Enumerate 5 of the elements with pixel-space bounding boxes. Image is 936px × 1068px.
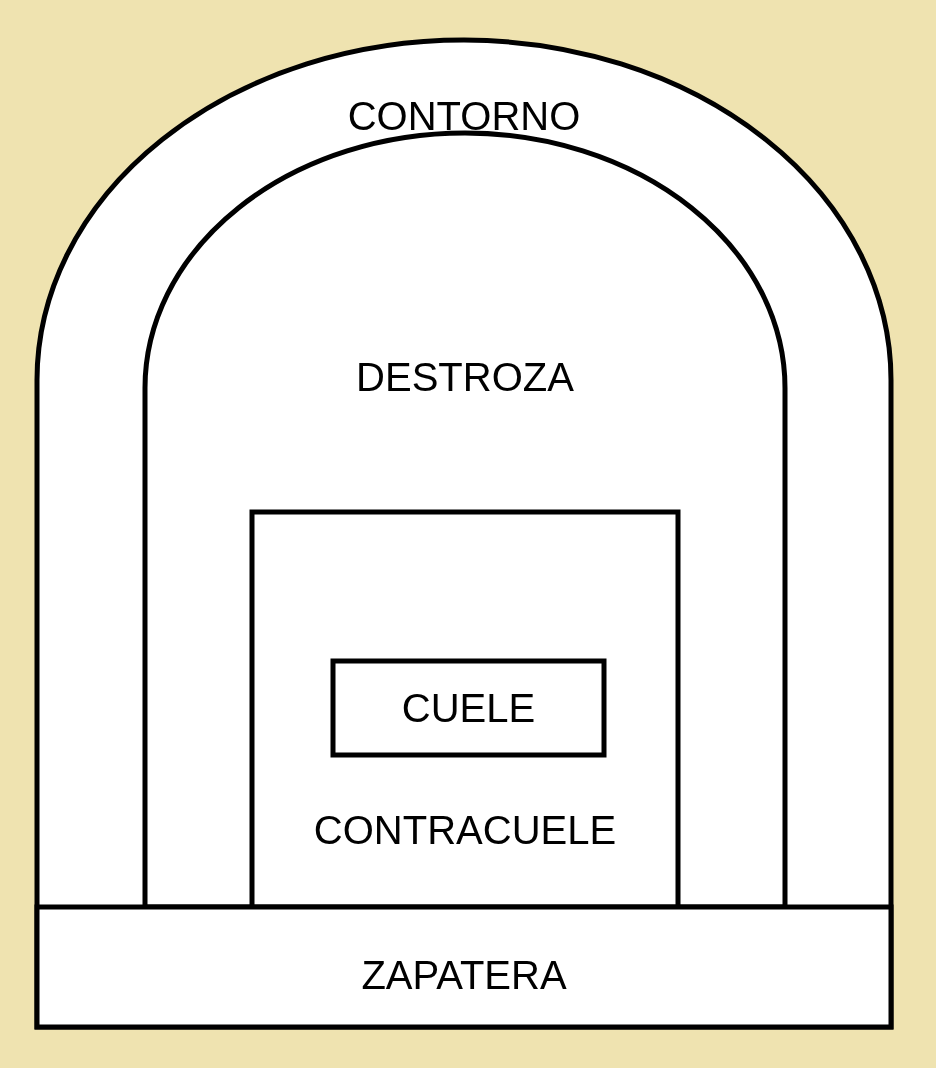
section-label: CONTRACUELE — [313, 808, 617, 852]
section-label: ZAPATERA — [361, 953, 567, 997]
section-label: CONTORNO — [347, 94, 581, 138]
section-label: CUELE — [401, 686, 536, 730]
section-label: DESTROZA — [356, 355, 574, 399]
